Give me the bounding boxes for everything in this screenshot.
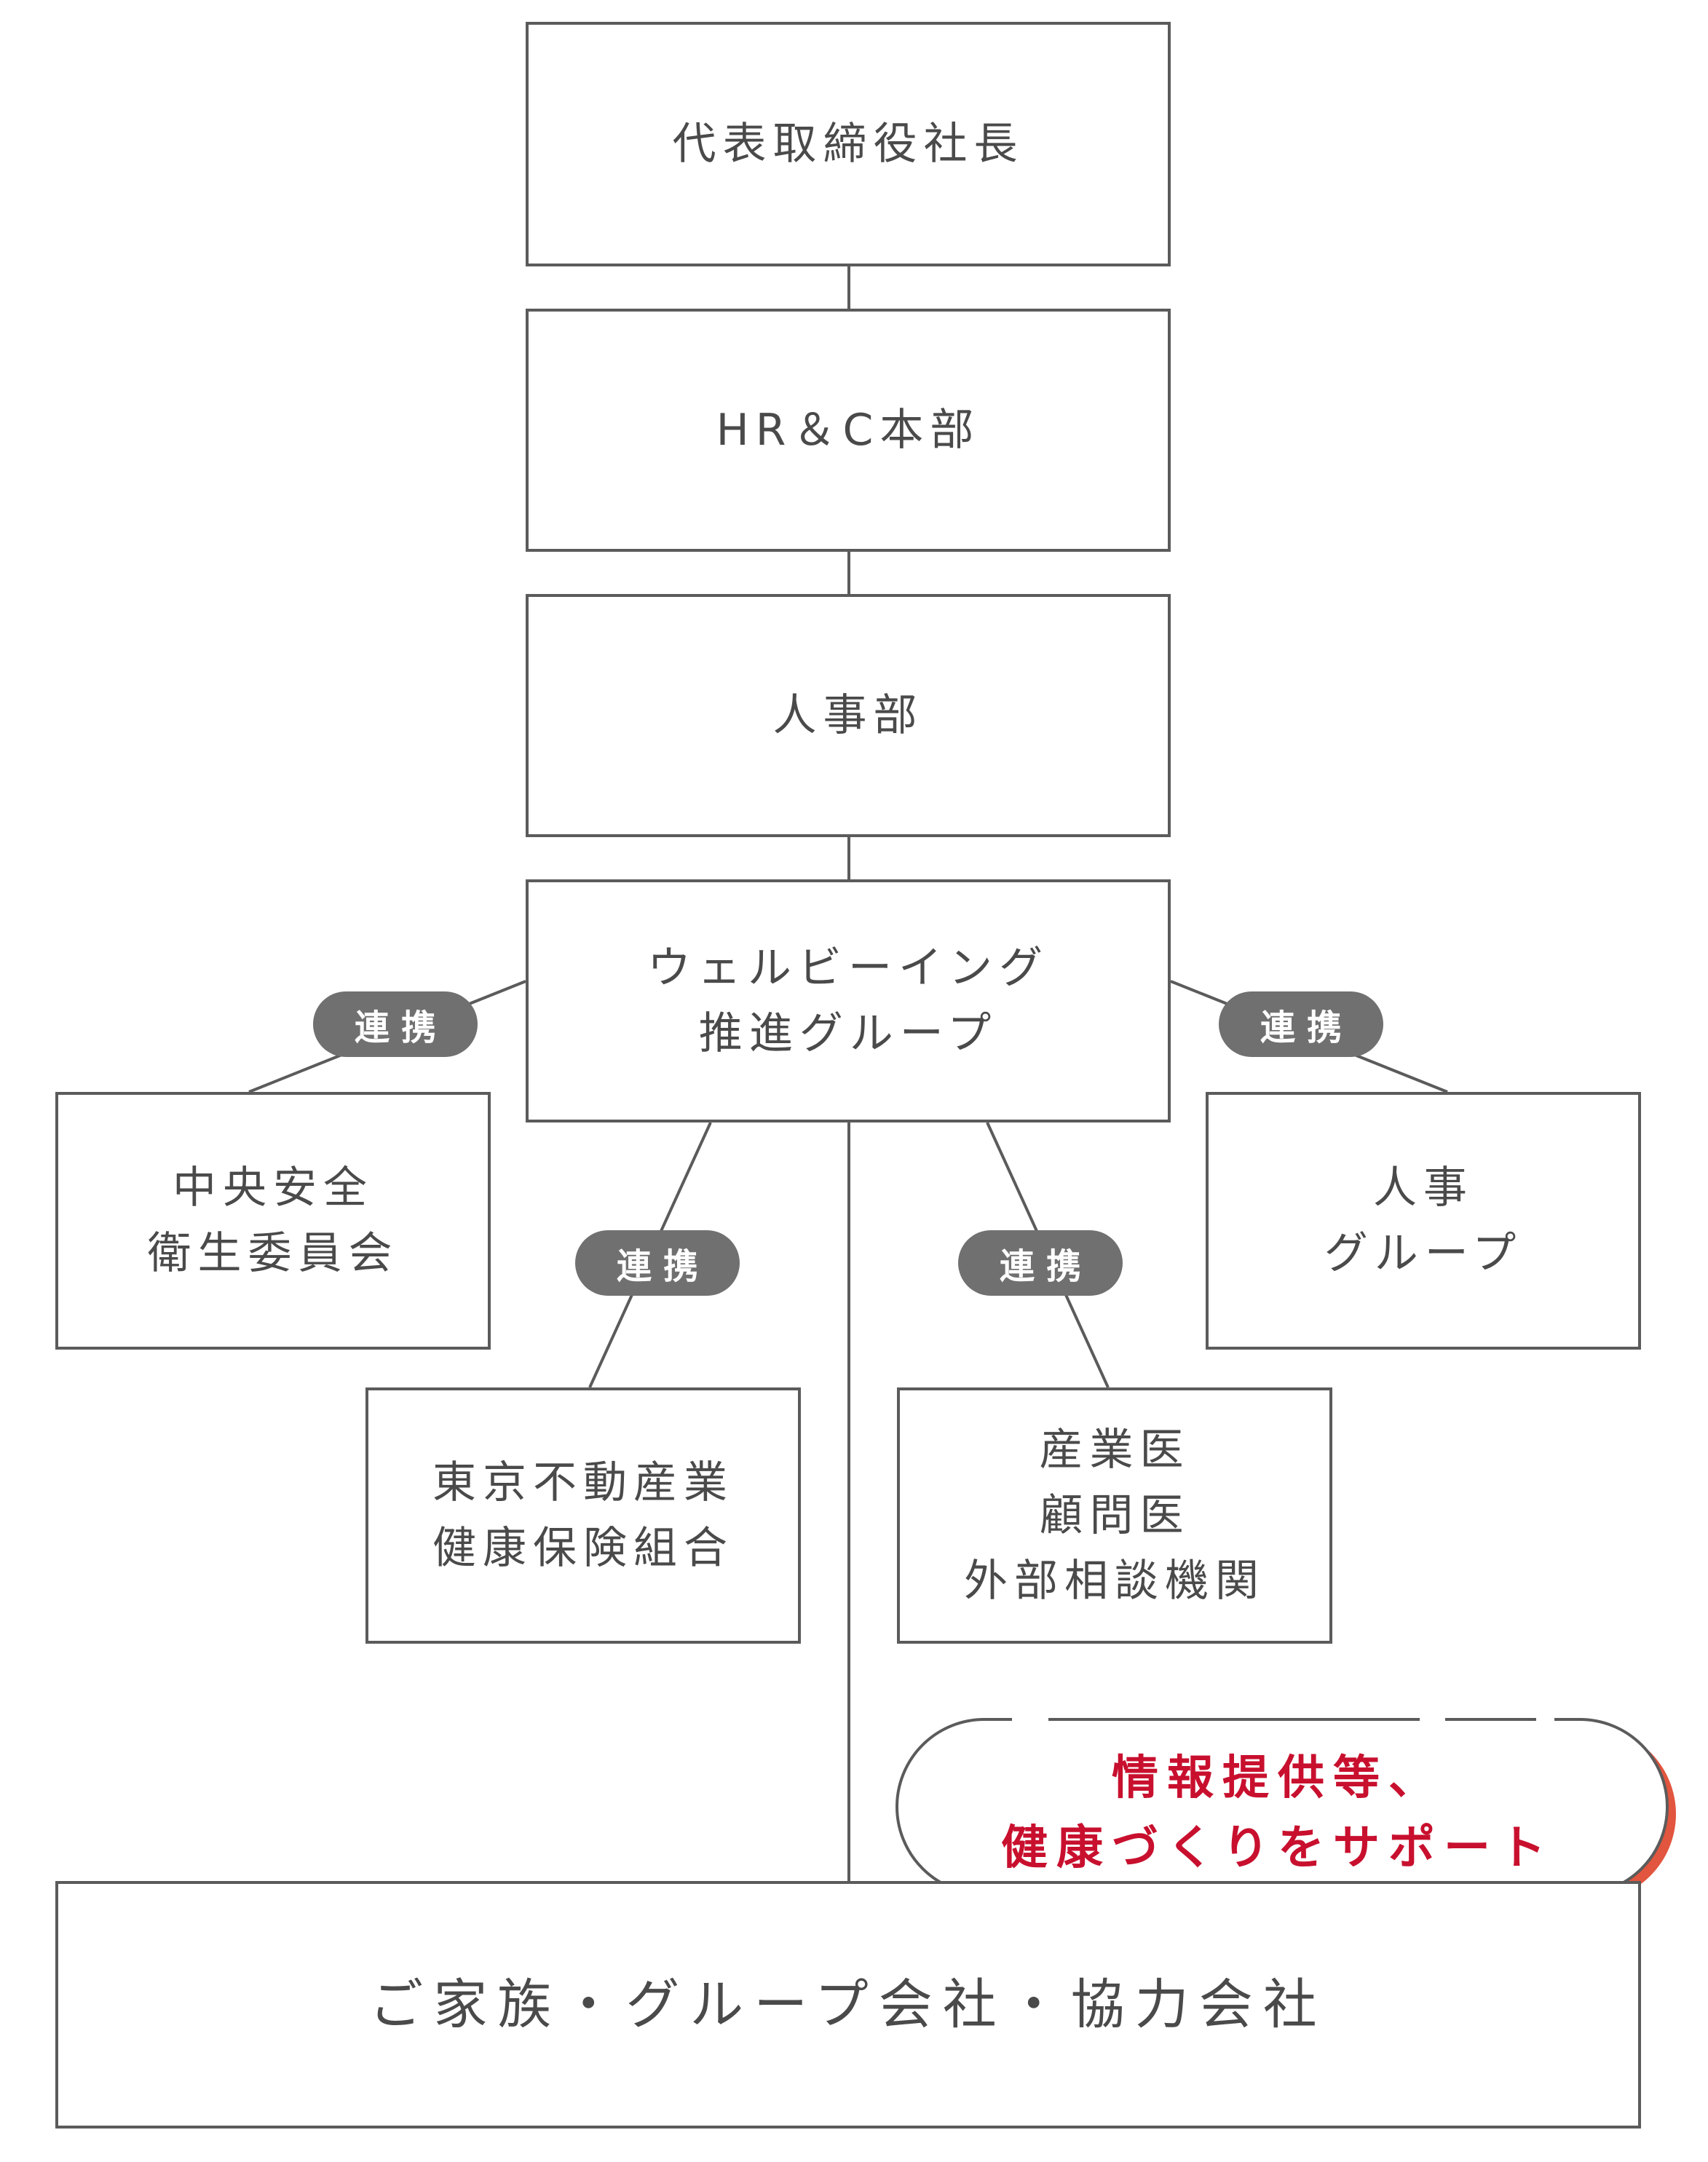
label-hr-group: 人事 グループ <box>1324 1163 1523 1279</box>
label-health-insurance: 東京不動産業 健康保険組合 <box>432 1457 734 1574</box>
label-safety-committee: 中央安全 衛生委員会 <box>147 1163 399 1279</box>
label-hr-dept: 人事部 <box>772 690 924 741</box>
box-medical: 産業医 顧問医 外部相談機関 <box>897 1387 1332 1644</box>
label-families: ご家族・グループ会社・協力会社 <box>369 1973 1327 2036</box>
box-president: 代表取締役社長 <box>526 22 1171 266</box>
link-pill-safety: 連携 <box>313 991 478 1057</box>
label-president: 代表取締役社長 <box>672 119 1024 170</box>
box-wellbeing: ウェルビーイング 推進グループ <box>526 879 1171 1122</box>
box-hrc: HR＆C本部 <box>526 309 1171 552</box>
link-pill-medical: 連携 <box>958 1230 1123 1296</box>
label-medical: 産業医 顧問医 外部相談機関 <box>964 1425 1265 1607</box>
link-label: 連携 <box>999 1246 1093 1287</box>
box-families: ご家族・グループ会社・協力会社 <box>55 1881 1641 2129</box>
link-pill-hr-group: 連携 <box>1219 991 1383 1057</box>
link-label: 連携 <box>616 1246 710 1287</box>
label-wellbeing: ウェルビーイング 推進グループ <box>647 943 1049 1059</box>
callout-text: 情報提供等、 健康づくりをサポート <box>1001 1751 1554 1875</box>
link-label: 連携 <box>354 1007 448 1048</box>
box-health-insurance: 東京不動産業 健康保険組合 <box>365 1387 801 1644</box>
box-hr-dept: 人事部 <box>526 594 1171 837</box>
box-hr-group: 人事 グループ <box>1206 1092 1641 1350</box>
link-pill-insurance: 連携 <box>575 1230 740 1296</box>
link-label: 連携 <box>1260 1007 1353 1048</box>
label-hrc: HR＆C本部 <box>716 405 981 456</box>
box-safety-committee: 中央安全 衛生委員会 <box>55 1092 491 1350</box>
